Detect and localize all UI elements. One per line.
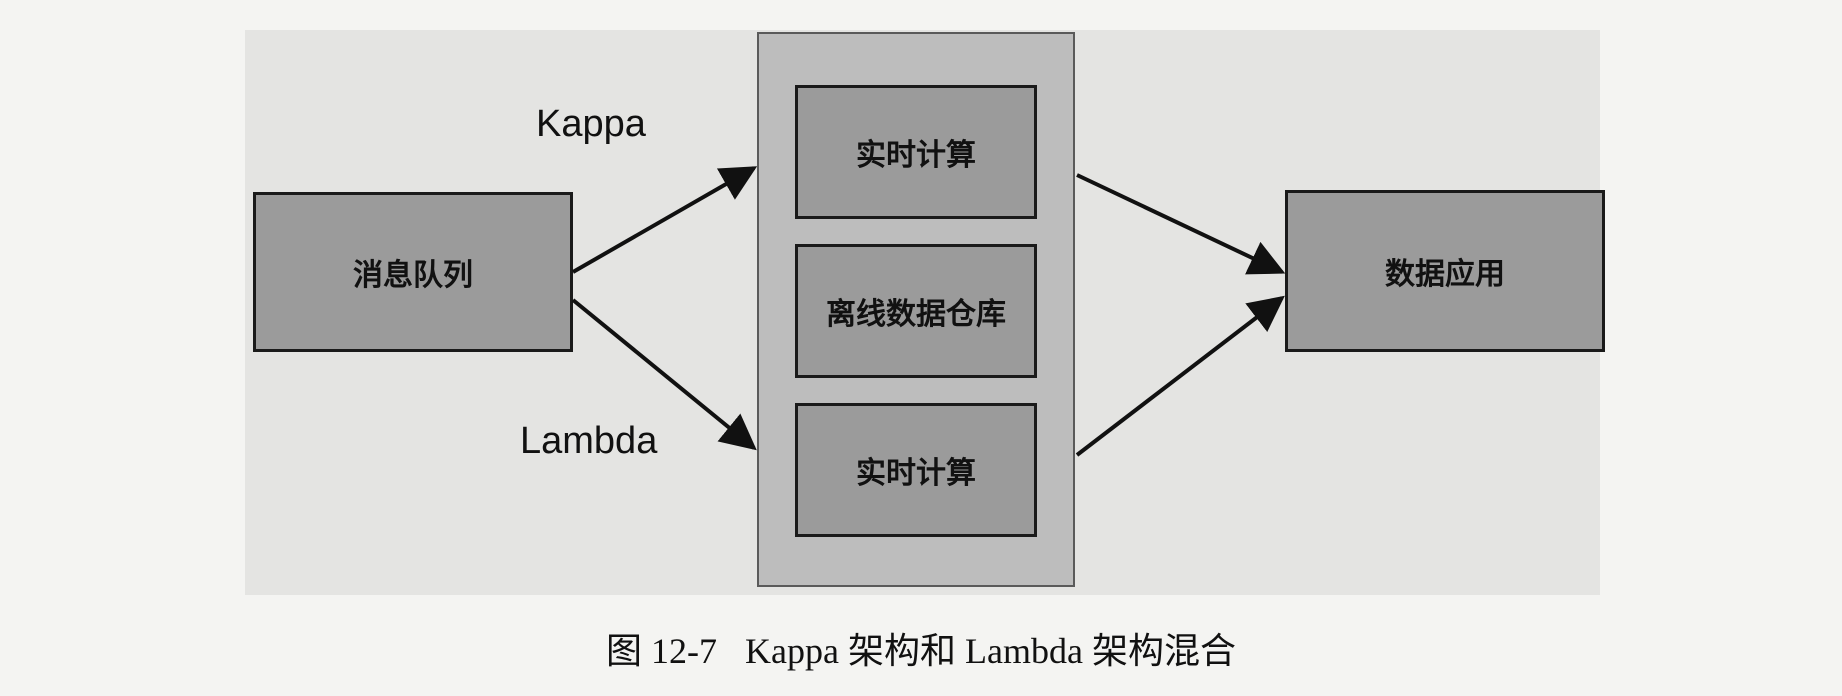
- label-kappa: Kappa: [536, 103, 646, 145]
- figure-caption: 图 12-7 Kappa 架构和 Lambda 架构混合: [0, 622, 1842, 674]
- node-offline-data-warehouse: 离线数据仓库: [795, 244, 1037, 378]
- arrow-lambda: [571, 298, 757, 451]
- node-realtime-compute-bottom: 实时计算: [795, 403, 1037, 537]
- node-realtime-compute-top: 实时计算: [795, 85, 1037, 219]
- arrow-kappa: [572, 166, 758, 274]
- arrow-realtime-bottom-to-app: [1075, 295, 1285, 457]
- node-message-queue: 消息队列: [253, 192, 573, 352]
- caption-number: 图 12-7: [606, 631, 718, 671]
- arrow-realtime-top-to-app: [1076, 173, 1286, 275]
- caption-title: Kappa 架构和 Lambda 架构混合: [745, 631, 1236, 671]
- label-lambda: Lambda: [520, 420, 658, 462]
- node-data-application: 数据应用: [1285, 190, 1605, 352]
